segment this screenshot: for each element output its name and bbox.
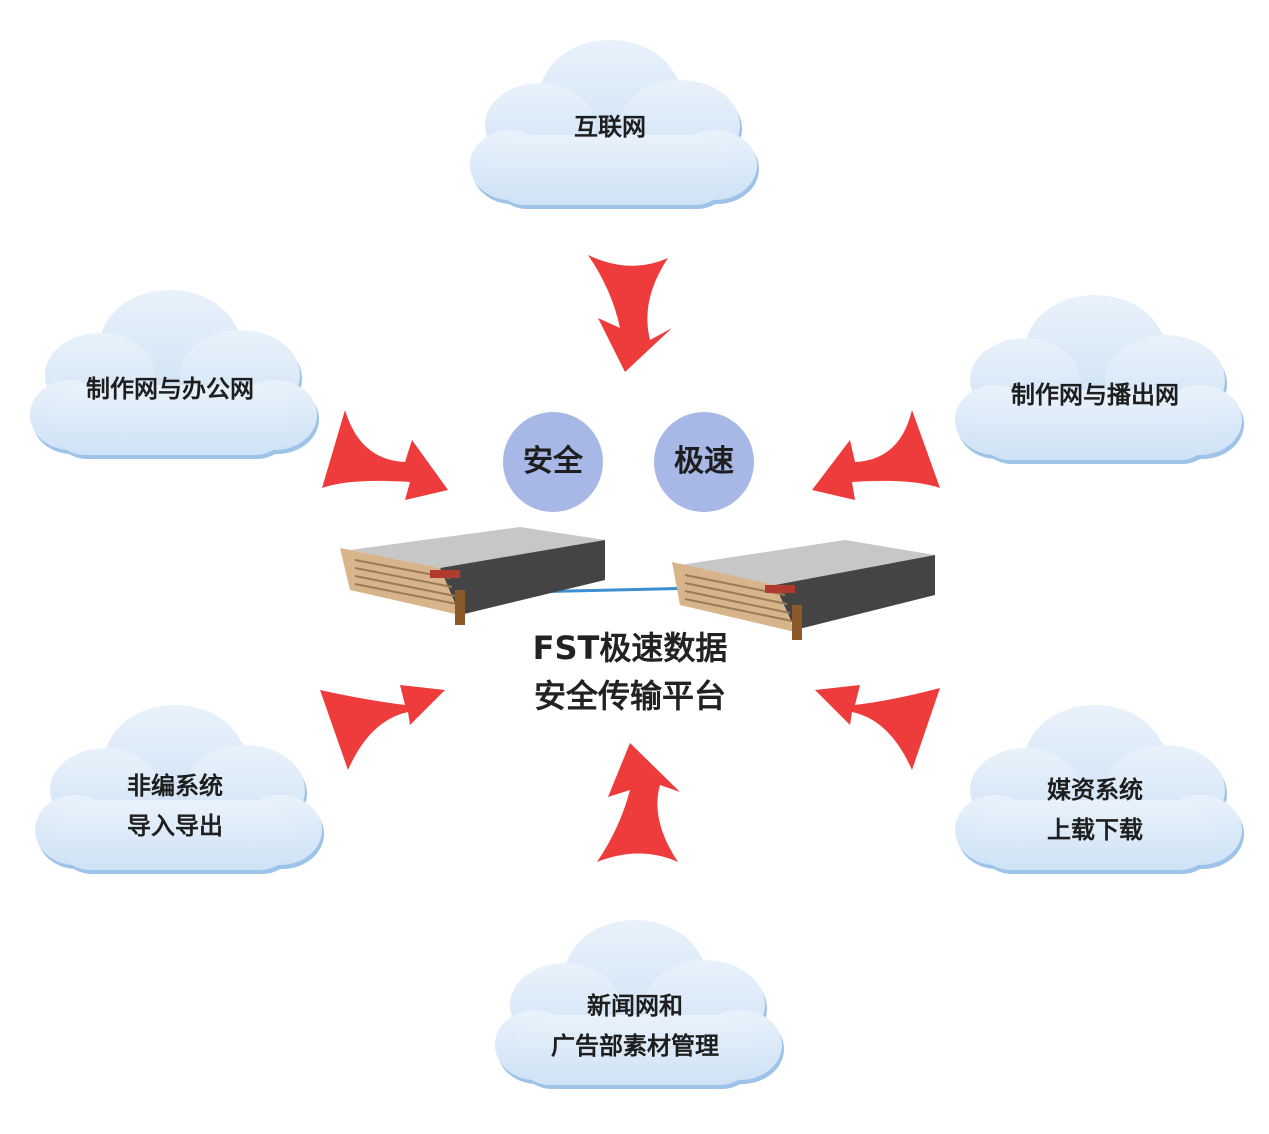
- badge-security-label: 安全: [523, 444, 583, 479]
- arrow-top: [588, 255, 672, 372]
- arrow-upper-right: [812, 410, 940, 500]
- arrow-lower-left: [320, 685, 445, 770]
- cloud-nle-line1: 非编系统: [127, 772, 223, 800]
- badge-security-circle: [503, 412, 603, 512]
- cloud-office-label: 制作网与办公网: [60, 369, 280, 409]
- platform-title-line2: 安全传输平台: [533, 677, 726, 715]
- arrow-upper-left: [322, 410, 448, 500]
- cloud-news-label: 新闻网和 广告部素材管理: [535, 986, 735, 1066]
- badge-speed-label: 极速: [674, 444, 734, 479]
- badge-speed-circle: [654, 412, 754, 512]
- cloud-news-line1: 新闻网和: [587, 992, 683, 1020]
- cloud-media-line1: 媒资系统: [1047, 776, 1143, 804]
- server-right: [672, 540, 935, 640]
- cloud-media-line2: 上载下载: [1047, 816, 1143, 844]
- arrow-bottom: [597, 743, 680, 862]
- cloud-news-line2: 广告部素材管理: [551, 1032, 719, 1060]
- cloud-internet-line1: 互联网: [574, 113, 646, 141]
- platform-title-line1: FST极速数据: [532, 629, 728, 667]
- arrow-lower-right: [815, 685, 940, 770]
- cloud-nle-label: 非编系统 导入导出: [95, 766, 255, 846]
- cloud-broadcast-label: 制作网与播出网: [985, 375, 1205, 415]
- cloud-office-line1: 制作网与办公网: [86, 375, 254, 403]
- cloud-internet-label: 互联网: [530, 107, 690, 147]
- cloud-media-label: 媒资系统 上载下载: [1015, 770, 1175, 850]
- cloud-broadcast-line1: 制作网与播出网: [1011, 381, 1179, 409]
- cloud-nle-line2: 导入导出: [127, 812, 223, 840]
- server-left: [340, 527, 605, 625]
